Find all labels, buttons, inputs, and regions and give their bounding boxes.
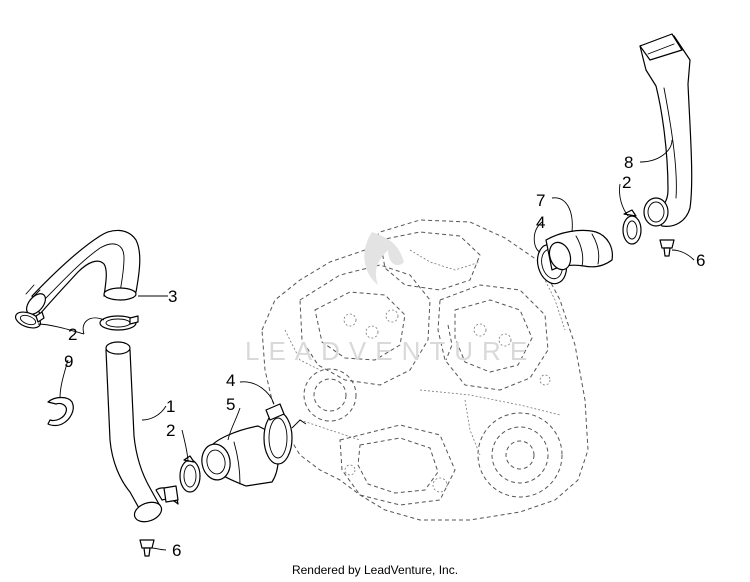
callout-labels: 3 2 9 1 2 4 5 6 7 4 8 2 6	[64, 153, 705, 560]
callout-5: 5	[226, 395, 235, 414]
part-clamp-4-left	[263, 403, 293, 465]
flame-logo-icon	[364, 232, 404, 285]
callout-4-left: 4	[226, 371, 235, 390]
leader-mount	[291, 419, 307, 429]
watermark: LEADVENTURE	[245, 232, 536, 366]
engine-outline	[261, 219, 589, 521]
watermark-text: LEADVENTURE	[245, 336, 536, 366]
clamp-2-right	[622, 209, 642, 245]
callout-1: 1	[166, 397, 175, 416]
callout-8: 8	[624, 153, 633, 172]
callout-6-upper: 6	[696, 251, 705, 270]
clip-9	[47, 396, 74, 427]
leader-lines	[37, 139, 695, 551]
callout-6-lower: 6	[172, 541, 181, 560]
part-hose-3	[25, 229, 141, 315]
callout-9: 9	[64, 352, 73, 371]
callout-7: 7	[536, 191, 545, 210]
part-tube-1	[105, 341, 179, 523]
part-rivet-6-lower	[139, 539, 155, 557]
clamp-2-upper-center	[99, 315, 139, 331]
callout-2-right: 2	[622, 173, 631, 192]
callout-4-right: 4	[536, 213, 545, 232]
clamp-2-lower	[179, 455, 201, 493]
callout-3: 3	[168, 287, 177, 306]
part-hose-8	[639, 33, 693, 227]
footer-credit: Rendered by LeadVenture, Inc.	[291, 563, 459, 577]
part-boot-5	[201, 425, 279, 487]
callout-2-left: 2	[68, 325, 77, 344]
callout-2-lower: 2	[166, 421, 175, 440]
part-rivet-6-upper	[659, 239, 675, 257]
part-boot-7	[545, 229, 613, 271]
